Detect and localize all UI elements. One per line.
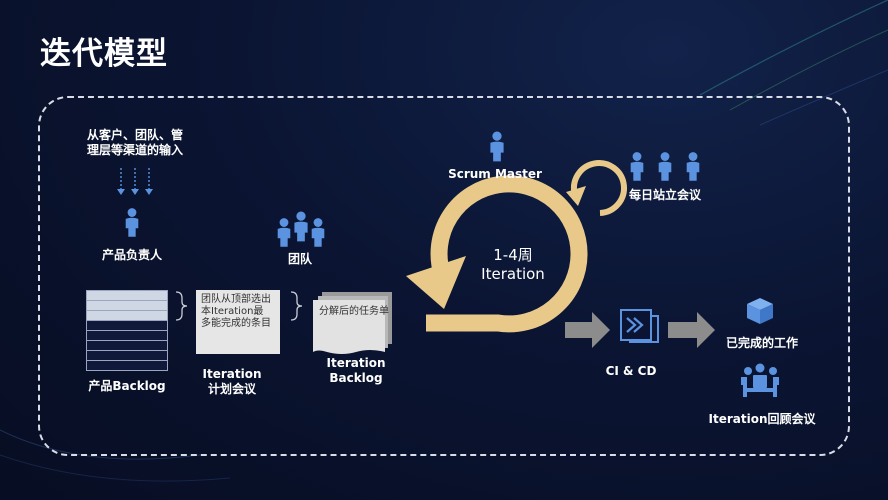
done-work-label: 已完成的工作 — [725, 336, 798, 350]
team-label: 团队 — [287, 252, 312, 266]
done-work-cube-icon — [747, 298, 773, 324]
team-icon — [277, 211, 325, 247]
iteration-duration: 1-4周 — [493, 246, 533, 264]
ci-cd-icon — [620, 309, 659, 343]
iteration-backlog-line: Backlog — [329, 371, 383, 385]
task-sheet-stack-icon — [313, 292, 392, 354]
input-line: 理层等渠道的输入 — [86, 143, 183, 157]
iteration-planning-line: Iteration — [202, 367, 262, 381]
arrow-to-done-icon — [668, 312, 715, 348]
daily-cycle-icon — [566, 160, 627, 216]
product-backlog-table — [86, 290, 168, 371]
input-arrows — [117, 168, 153, 195]
scrum-master-label: Scrum Master — [448, 167, 542, 181]
retrospective-icon — [741, 363, 779, 397]
page-title: 迭代模型 — [40, 36, 168, 72]
product-owner-label: 产品负责人 — [101, 248, 162, 262]
task-list-label: 分解后的任务单 — [319, 306, 389, 317]
scrum-master-icon — [490, 131, 504, 162]
planning-note: 团队从顶部选出 本Iteration最 多能完成的条目 — [196, 290, 280, 354]
planning-note-line: 本Iteration最 — [201, 306, 264, 317]
planning-note-line: 团队从顶部选出 — [201, 294, 271, 305]
ci-cd-label: CI & CD — [605, 364, 657, 378]
product-backlog-label: 产品Backlog — [88, 379, 166, 393]
iteration-cycle-label: 1-4周 Iteration — [468, 246, 558, 284]
iteration-cycle-icon — [406, 175, 588, 333]
product-owner-icon — [125, 208, 139, 237]
retrospective-label: Iteration回顾会议 — [708, 412, 816, 426]
iteration-frame — [38, 96, 850, 456]
input-sources-label: 从客户、团队、管 理层等渠道的输入 — [70, 128, 200, 158]
iteration-planning-label: Iteration 计划会议 — [190, 367, 274, 397]
daily-standup-icon — [630, 152, 700, 181]
planning-note-line: 多能完成的条目 — [201, 318, 271, 329]
brace-icon — [175, 291, 188, 321]
input-line: 从客户、团队、管 — [86, 128, 183, 142]
arrow-to-ci-cd-icon — [565, 312, 610, 348]
iteration-backlog-line: Iteration — [326, 356, 386, 370]
iteration-planning-line: 计划会议 — [207, 382, 256, 396]
brace-icon — [290, 291, 303, 321]
daily-standup-label: 每日站立会议 — [628, 188, 701, 202]
iteration-backlog-label: Iteration Backlog — [314, 356, 398, 386]
iteration-name: Iteration — [481, 265, 545, 283]
